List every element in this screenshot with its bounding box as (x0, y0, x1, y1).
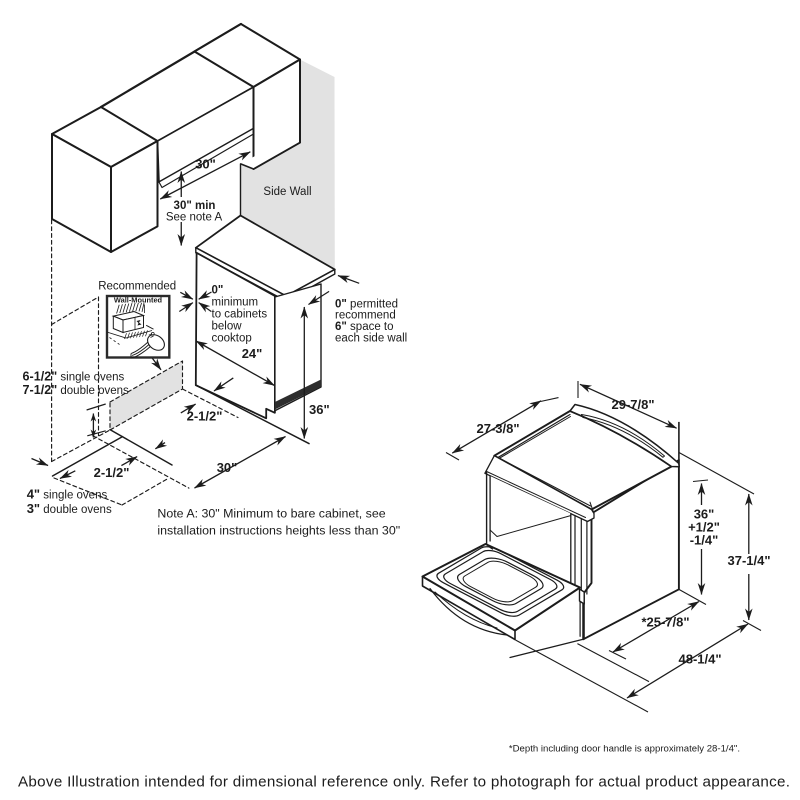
svg-text:Recommended: Recommended (98, 281, 176, 293)
svg-text:6" space to: 6" space to (335, 321, 394, 333)
svg-text:cooktop: cooktop (212, 333, 252, 345)
svg-text:+1/2": +1/2" (688, 520, 720, 535)
svg-text:minimum: minimum (212, 297, 259, 309)
svg-text:each side wall: each side wall (335, 333, 407, 345)
svg-text:36": 36" (309, 402, 330, 417)
svg-text:recommend: recommend (335, 310, 396, 322)
svg-text:-1/4": -1/4" (690, 533, 719, 548)
svg-text:below: below (212, 321, 243, 333)
svg-text:3" double ovens: 3" double ovens (27, 501, 112, 516)
svg-text:48-1/4": 48-1/4" (678, 652, 721, 667)
svg-text:6-1/2" single ovens: 6-1/2" single ovens (23, 370, 125, 384)
svg-text:37-1/4": 37-1/4" (727, 553, 770, 568)
svg-text:Above Illustration intended fo: Above Illustration intended for dimensio… (18, 774, 790, 791)
svg-text:7-1/2" double ovens: 7-1/2" double ovens (23, 383, 130, 397)
svg-text:Wall-Mounted: Wall-Mounted (114, 295, 163, 304)
svg-text:29-7/8": 29-7/8" (611, 397, 654, 412)
svg-text:2-1/2": 2-1/2" (94, 465, 130, 480)
svg-text:0" permitted: 0" permitted (335, 299, 398, 311)
svg-text:30": 30" (217, 460, 238, 475)
svg-text:*Depth including door handle i: *Depth including door handle is approxim… (509, 744, 740, 755)
svg-text:2-1/2": 2-1/2" (187, 409, 223, 424)
svg-text:Note A: 30" Minimum to bare ca: Note A: 30" Minimum to bare cabinet, see (157, 507, 385, 521)
svg-text:*25-7/8": *25-7/8" (641, 615, 689, 630)
svg-text:4" single ovens: 4" single ovens (27, 487, 108, 502)
svg-text:to cabinets: to cabinets (212, 309, 268, 321)
svg-text:Side Wall: Side Wall (263, 186, 311, 198)
svg-text:27-3/8": 27-3/8" (476, 421, 519, 436)
svg-text:24": 24" (242, 346, 263, 361)
svg-text:See note A: See note A (166, 212, 223, 224)
svg-text:installation instructions heig: installation instructions heights less t… (157, 524, 400, 538)
svg-text:36": 36" (694, 507, 715, 522)
svg-text:30": 30" (195, 157, 216, 172)
svg-text:0": 0" (212, 285, 224, 297)
svg-text:30" min: 30" min (174, 200, 216, 212)
